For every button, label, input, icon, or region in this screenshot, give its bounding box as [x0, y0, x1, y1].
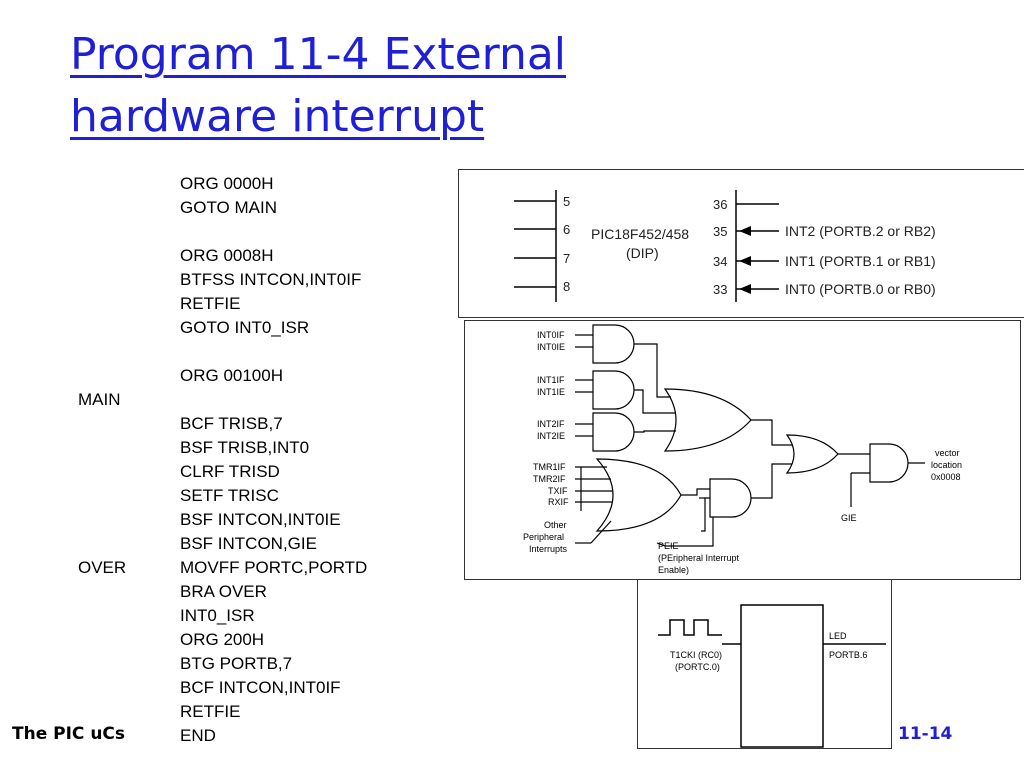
code-instruction: SETF TRISC: [180, 486, 279, 505]
pic-chip-box: [740, 604, 824, 748]
label-txif: TXIF: [548, 486, 568, 496]
code-instruction: BTFSS INTCON,INT0IF: [180, 270, 362, 289]
label-location: location: [931, 460, 962, 470]
pin-label-7: 7: [563, 251, 570, 266]
label-int0if: INT0IF: [537, 330, 565, 340]
and-gate-peie: [709, 478, 752, 518]
title-line-1: Program 11-4 External: [70, 29, 567, 80]
label-int2ie: INT2IE: [537, 431, 565, 441]
chip-name: PIC18F452/458: [591, 226, 689, 242]
led-circuit-diagram: T1CKI (RC0) (PORTC.0) LED PORTB.6: [658, 604, 886, 748]
portb6-label: PORTB.6: [829, 650, 867, 660]
code-instruction: ORG 00100H: [180, 366, 283, 385]
chip-package: (DIP): [626, 245, 659, 261]
code-label: MAIN: [78, 390, 121, 409]
or-gate-main: [663, 388, 752, 452]
slide-title: Program 11-4 External hardware interrupt: [70, 24, 670, 148]
code-instruction: ORG 0008H: [180, 246, 274, 265]
pin-label-35: 35: [713, 224, 727, 239]
pin-label-6: 6: [563, 222, 570, 237]
code-instruction: MOVFF PORTC,PORTD: [180, 558, 368, 577]
or-gate-final: [785, 434, 839, 474]
code-instruction: BSF TRISB,INT0: [180, 438, 310, 457]
interrupt-logic-panel: INT0IF INT0IE INT1IF INT1IE INT2IF INT2I…: [464, 320, 1021, 580]
int1-label: INT1 (PORTB.1 or RB1): [785, 253, 936, 269]
code-instruction: RETFIE: [180, 294, 241, 313]
label-tmr1if: TMR1IF: [533, 462, 566, 472]
code-instruction: BSF INTCON,INT0IE: [180, 510, 341, 529]
and-gate-gie: [869, 443, 909, 483]
code-instruction: GOTO INT0_ISR: [180, 318, 310, 337]
pin-label-33: 33: [713, 282, 727, 297]
code-instruction: GOTO MAIN: [180, 198, 277, 217]
code-instruction: ORG 200H: [180, 630, 265, 649]
t1cki-label: T1CKI (RC0): [670, 650, 722, 660]
label-int1ie: INT1IE: [537, 387, 565, 397]
label-other: Other: [544, 520, 567, 530]
title-line-2: hardware interrupt: [70, 91, 485, 142]
int0-label: INT0 (PORTB.0 or RB0): [785, 281, 936, 297]
and-gate-int2: [592, 412, 635, 452]
code-instruction: CLRF TRISD: [180, 462, 280, 481]
code-instruction: INT0_ISR: [180, 606, 255, 625]
led-label: LED: [829, 631, 847, 641]
code-instruction: BTG PORTB,7: [180, 654, 293, 673]
label-int2if: INT2IF: [537, 419, 565, 429]
and-gate-int0: [592, 324, 635, 364]
label-peie-enable: Enable): [658, 565, 689, 575]
code-instruction: RETFIE: [180, 702, 241, 721]
or-gate-peripheral: [595, 458, 682, 532]
code-instruction: ORG 0000H: [180, 174, 274, 193]
interrupt-logic-diagram: INT0IF INT0IE INT1IF INT1IE INT2IF INT2I…: [523, 324, 962, 575]
clock-pulse-icon: [658, 619, 722, 636]
int0-arrow-icon: [739, 284, 751, 294]
pin-label-34: 34: [713, 254, 727, 269]
and-gate-int1: [592, 370, 635, 410]
label-vector: vector: [935, 448, 960, 458]
label-int1if: INT1IF: [537, 375, 565, 385]
footer-course-label: The PIC uCs: [12, 724, 126, 744]
led-circuit-panel: T1CKI (RC0) (PORTC.0) LED PORTB.6: [637, 580, 892, 749]
label-tmr2if: TMR2IF: [533, 474, 566, 484]
label-peripheral: Peripheral: [523, 532, 564, 542]
code-instruction: BCF TRISB,7: [180, 414, 283, 433]
pin-diagram-panel: 5 6 7 8 36 35 34 33 PIC18F452/458 (DIP) …: [458, 169, 1024, 318]
footer-page-number: 11-14: [898, 724, 953, 744]
label-interrupts: Interrupts: [529, 544, 568, 554]
portc0-label: (PORTC.0): [675, 662, 720, 672]
label-peie-desc: (PEripheral Interrupt: [658, 553, 740, 563]
pin-diagram: 5 6 7 8 36 35 34 33 PIC18F452/458 (DIP) …: [514, 190, 936, 302]
pin-label-5: 5: [563, 194, 570, 209]
code-instruction: BCF INTCON,INT0IF: [180, 678, 341, 697]
code-label: OVER: [78, 558, 127, 577]
label-int0ie: INT0IE: [537, 342, 565, 352]
label-peie: PEIE: [658, 541, 679, 551]
label-gie: GIE: [841, 513, 857, 523]
code-instruction: END: [180, 726, 216, 745]
int2-arrow-icon: [739, 226, 751, 236]
pin-label-36: 36: [713, 197, 727, 212]
int2-label: INT2 (PORTB.2 or RB2): [785, 223, 936, 239]
code-instruction: BRA OVER: [180, 582, 267, 601]
code-instruction: BSF INTCON,GIE: [180, 534, 317, 553]
label-rxif: RXIF: [548, 497, 569, 507]
int1-arrow-icon: [739, 256, 751, 266]
pin-label-8: 8: [563, 279, 570, 294]
label-vector-address: 0x0008: [931, 472, 961, 482]
